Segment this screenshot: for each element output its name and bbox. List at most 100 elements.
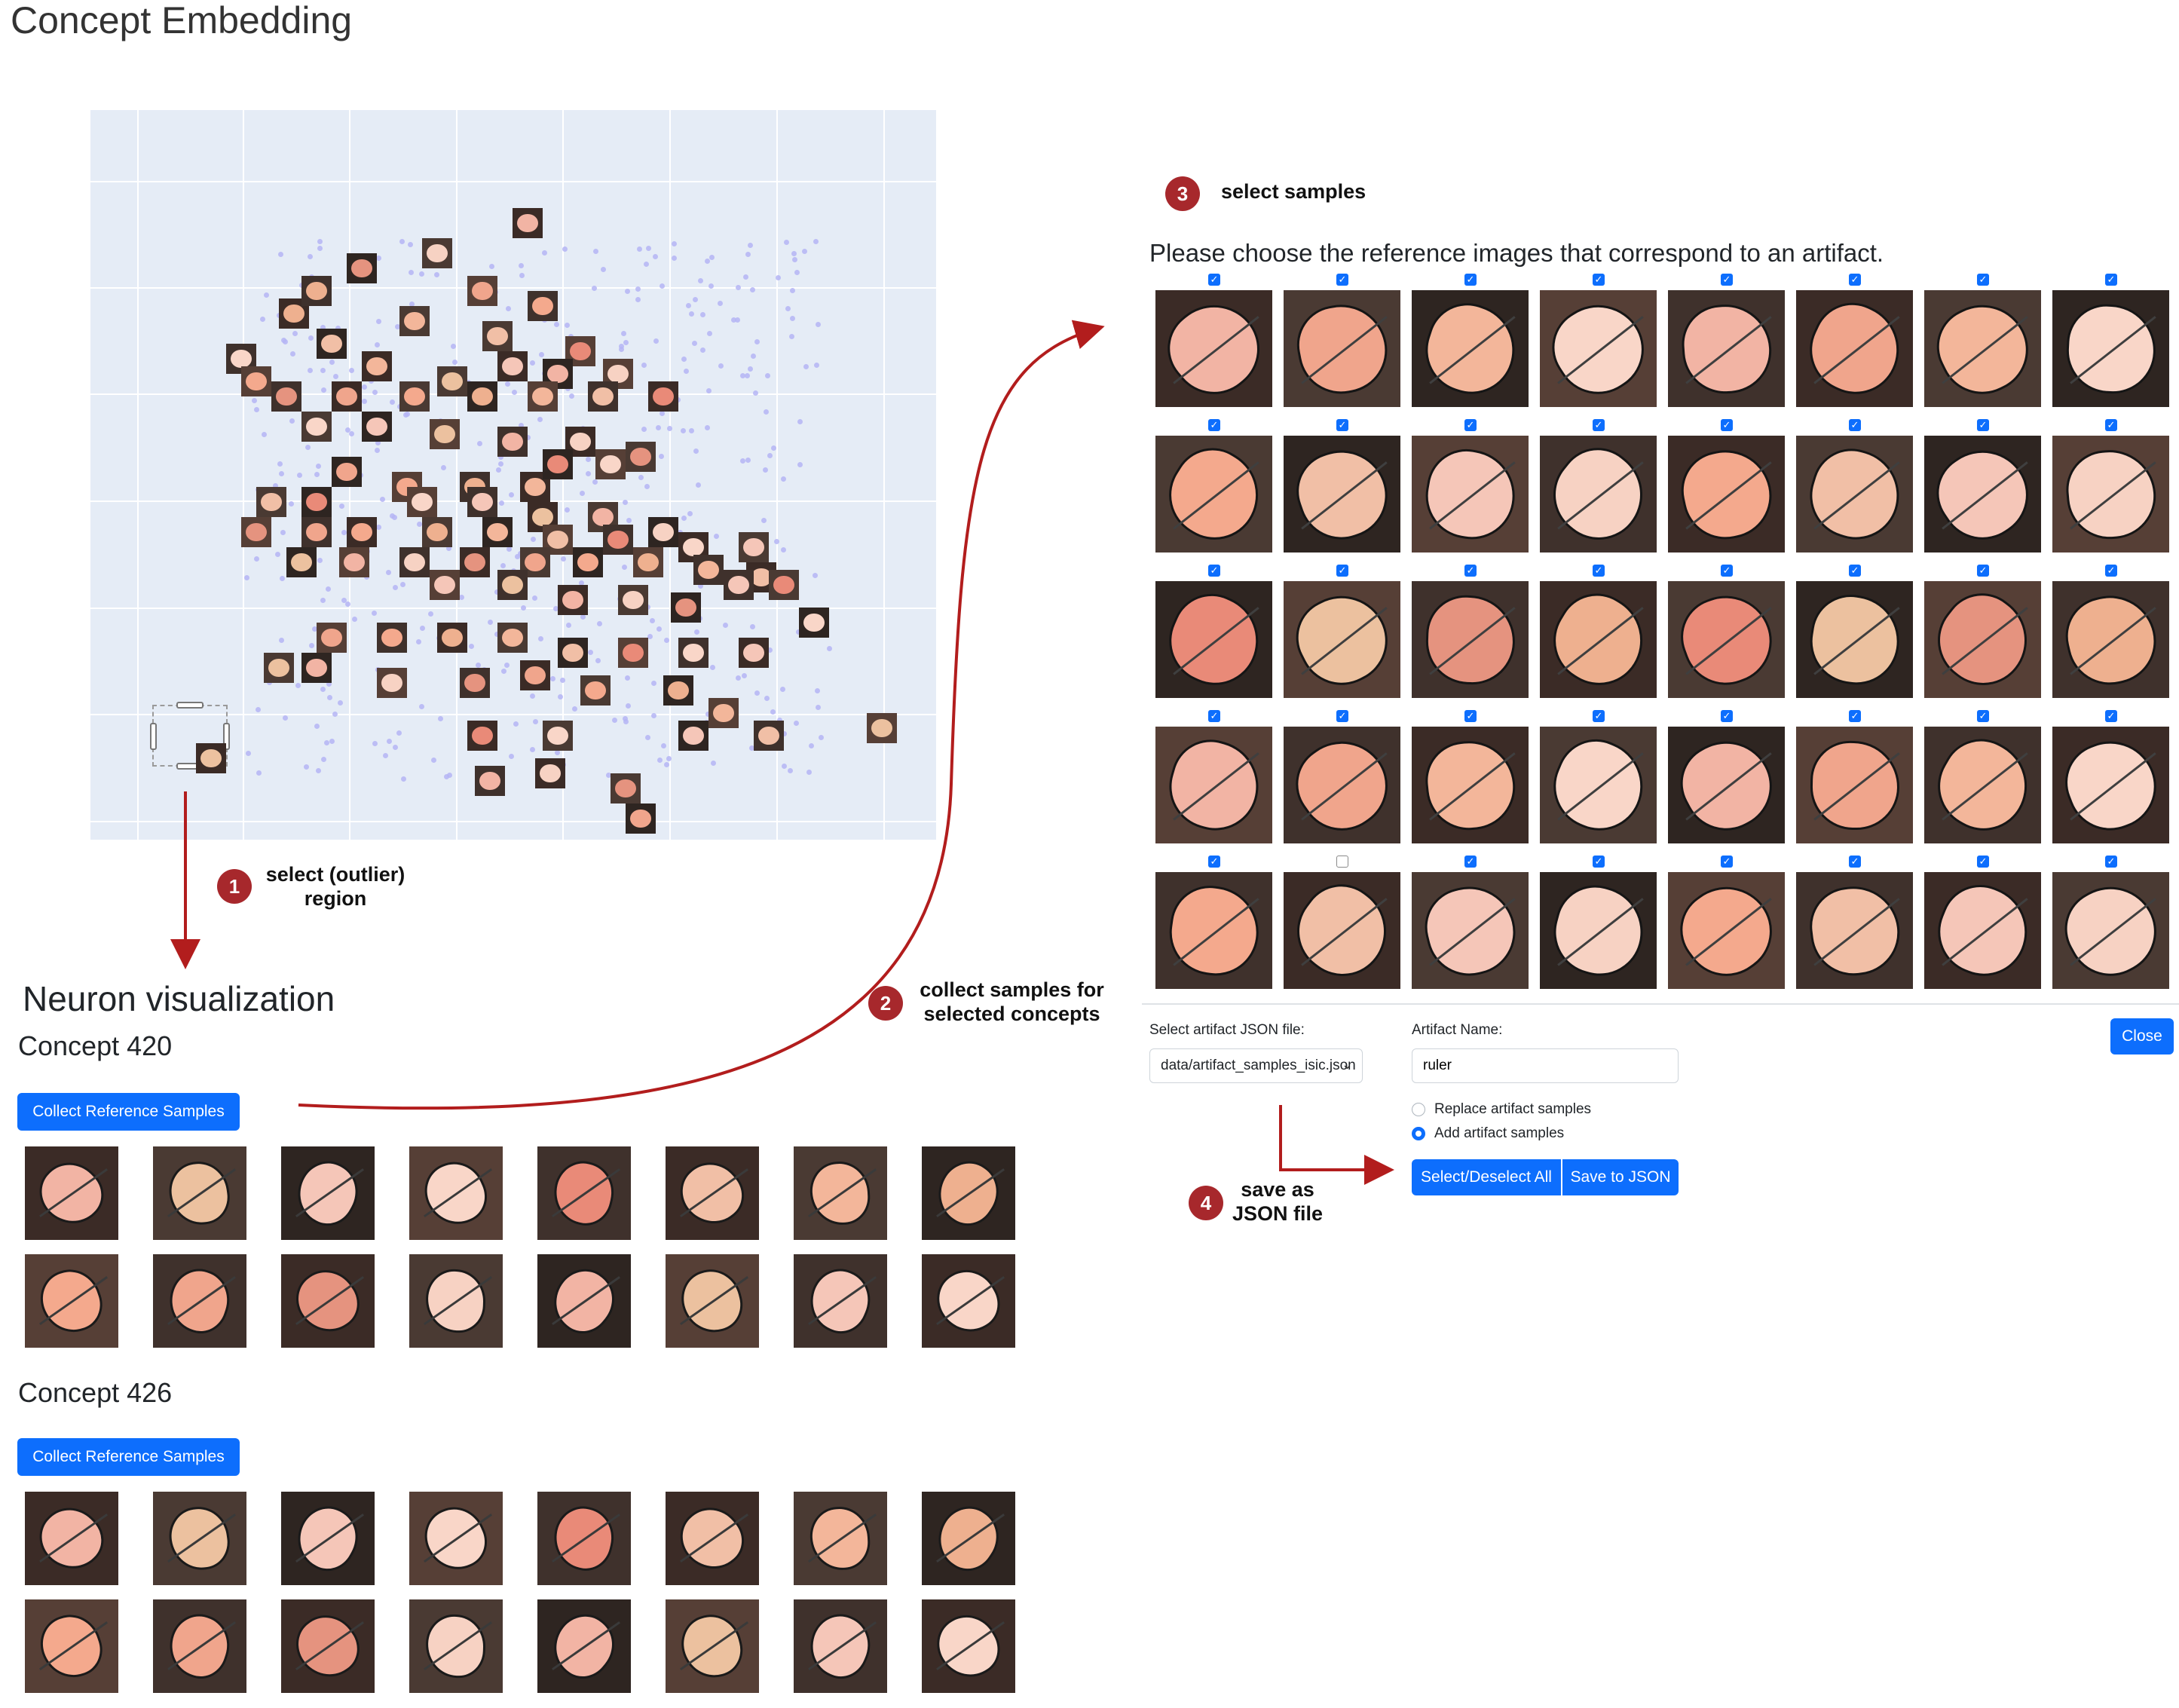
save-to-json-button[interactable]: Save to JSON [1562,1159,1679,1195]
sample-checkbox[interactable]: ✓ [1721,565,1733,577]
sample-checkbox[interactable]: ✓ [1977,419,1989,431]
sample-checkbox[interactable]: ✓ [1849,710,1861,722]
selectable-sample-image[interactable] [1668,872,1785,989]
embedding-thumbnail[interactable] [648,381,678,412]
sample-checkbox[interactable]: ✓ [1721,710,1733,722]
collect-reference-samples-button-420[interactable]: Collect Reference Samples [17,1093,240,1131]
sample-checkbox[interactable]: ✓ [1336,274,1348,286]
sample-checkbox[interactable]: ✓ [1849,274,1861,286]
selectable-sample-image[interactable] [1284,581,1400,698]
embedding-thumbnail[interactable] [558,585,588,615]
selectable-sample-image[interactable] [1924,872,2041,989]
sample-checkbox[interactable]: ✓ [1336,710,1348,722]
sample-checkbox[interactable]: ✓ [2105,419,2117,431]
embedding-thumbnail[interactable] [739,638,769,668]
select-deselect-all-button[interactable]: Select/Deselect All [1412,1159,1561,1195]
replace-samples-radio[interactable] [1412,1103,1425,1116]
artifact-name-input[interactable] [1412,1048,1679,1083]
embedding-thumbnail[interactable] [301,653,332,683]
sample-checkbox[interactable]: ✓ [1464,419,1477,431]
embedding-thumbnail[interactable] [467,721,497,751]
selectable-sample-image[interactable] [1540,872,1657,989]
embedding-thumbnail[interactable] [482,517,513,547]
embedding-thumbnail[interactable] [264,653,294,683]
sample-checkbox[interactable]: ✓ [1721,419,1733,431]
embedding-thumbnail[interactable] [377,668,407,698]
selectable-sample-image[interactable] [1540,581,1657,698]
embedding-thumbnail[interactable] [271,381,301,412]
embedding-thumbnail[interactable] [528,381,558,412]
sample-checkbox[interactable]: ✓ [1464,710,1477,722]
embedding-thumbnail[interactable] [301,487,332,517]
embedding-thumbnail[interactable] [377,623,407,653]
selectable-sample-image[interactable] [1796,581,1913,698]
sample-checkbox[interactable]: ✓ [1593,710,1605,722]
embedding-thumbnail[interactable] [633,547,663,577]
embedding-thumbnail[interactable] [497,427,528,457]
embedding-thumbnail[interactable] [347,253,377,283]
embedding-thumbnail[interactable] [678,721,708,751]
embedding-thumbnail[interactable] [339,547,369,577]
embedding-thumbnail[interactable] [399,547,430,577]
selectable-sample-image[interactable] [1924,436,2041,552]
embedding-thumbnail[interactable] [520,472,550,502]
embedding-thumbnail[interactable] [347,517,377,547]
sample-checkbox[interactable]: ✓ [1208,419,1220,431]
selectable-sample-image[interactable] [1668,581,1785,698]
artifact-file-select[interactable]: data/artifact_samples_isic.json ⌄ [1149,1048,1363,1083]
embedding-thumbnail[interactable] [362,351,392,381]
selectable-sample-image[interactable] [1668,290,1785,407]
embedding-thumbnail[interactable] [626,803,656,834]
embedding-thumbnail[interactable] [558,638,588,668]
selectable-sample-image[interactable] [1412,872,1529,989]
selectable-sample-image[interactable] [1412,436,1529,552]
embedding-thumbnail[interactable] [460,547,490,577]
embedding-thumbnail[interactable] [467,487,497,517]
embedding-thumbnail[interactable] [867,713,897,743]
embedding-thumbnail[interactable] [580,675,611,706]
embedding-thumbnail[interactable] [362,412,392,442]
embedding-thumbnail[interactable] [754,721,784,751]
embedding-thumbnail[interactable] [603,525,633,555]
embedding-thumbnail[interactable] [497,570,528,600]
sample-checkbox[interactable]: ✓ [1977,856,1989,868]
sample-checkbox[interactable]: ✓ [1464,565,1477,577]
collect-reference-samples-button-426[interactable]: Collect Reference Samples [17,1438,240,1476]
selectable-sample-image[interactable] [1284,727,1400,843]
embedding-thumbnail[interactable] [437,623,467,653]
selectable-sample-image[interactable] [1155,727,1272,843]
selectable-sample-image[interactable] [1155,581,1272,698]
embedding-thumbnail[interactable] [535,758,565,788]
embedding-thumbnail[interactable] [422,238,452,268]
embedding-thumbnail[interactable] [475,766,505,796]
embedding-thumbnail[interactable] [430,570,460,600]
embedding-thumbnail[interactable] [648,517,678,547]
embedding-thumbnail[interactable] [543,359,573,389]
embedding-thumbnail[interactable] [724,570,754,600]
selectable-sample-image[interactable] [1668,436,1785,552]
selectable-sample-image[interactable] [1796,290,1913,407]
embedding-thumbnail[interactable] [497,351,528,381]
sample-checkbox[interactable]: ✓ [2105,274,2117,286]
sample-checkbox[interactable]: ✓ [1593,419,1605,431]
embedding-thumbnail[interactable] [301,276,332,306]
embedding-thumbnail[interactable] [301,412,332,442]
sample-checkbox[interactable]: ✓ [1208,710,1220,722]
embedding-thumbnail[interactable] [286,547,317,577]
embedding-thumbnail[interactable] [528,291,558,321]
embedding-thumbnail[interactable] [399,306,430,336]
sample-checkbox[interactable]: ✓ [1464,856,1477,868]
embedding-thumbnail[interactable] [460,668,490,698]
sample-checkbox[interactable]: ✓ [1977,274,1989,286]
selectable-sample-image[interactable] [1284,290,1400,407]
embedding-thumbnail[interactable] [467,276,497,306]
selectable-sample-image[interactable] [1540,290,1657,407]
selection-box[interactable] [150,702,230,770]
close-button[interactable]: Close [2110,1018,2174,1054]
embedding-thumbnail[interactable] [663,675,693,706]
embedding-thumbnail[interactable] [437,366,467,396]
embedding-thumbnail[interactable] [422,517,452,547]
selectable-sample-image[interactable] [1924,727,2041,843]
selectable-sample-image[interactable] [1668,727,1785,843]
sample-checkbox[interactable]: ✓ [1977,710,1989,722]
